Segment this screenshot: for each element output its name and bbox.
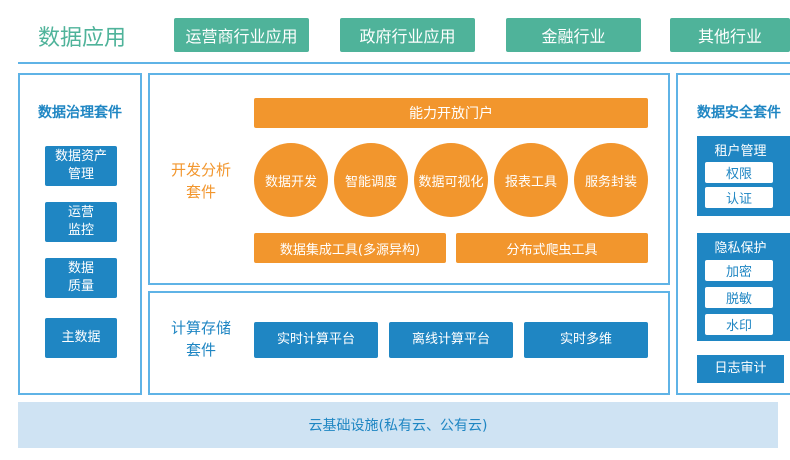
circle-scheduling[interactable]: 智能调度 bbox=[334, 143, 408, 217]
governance-asset-line1: 数据资产 bbox=[54, 149, 107, 164]
permission-button[interactable]: 权限 bbox=[705, 162, 773, 183]
audit-button[interactable]: 日志审计 bbox=[697, 355, 784, 383]
governance-ops-button[interactable]: 运营 监控 bbox=[45, 202, 117, 242]
app-carrier[interactable]: 运营商行业应用 bbox=[174, 18, 309, 52]
privacy-title: 隐私保护 bbox=[714, 240, 767, 256]
realtime-olap-button[interactable]: 实时多维 bbox=[524, 322, 648, 358]
dev-title: 开发分析 套件 bbox=[150, 158, 252, 204]
governance-asset-button[interactable]: 数据资产 管理 bbox=[45, 146, 117, 186]
header-title: 数据应用 bbox=[38, 26, 127, 51]
governance-master-button[interactable]: 主数据 bbox=[45, 318, 117, 358]
governance-quality-line1: 数据 bbox=[67, 261, 94, 276]
governance-ops-line1: 运营 bbox=[67, 205, 94, 220]
circle-service[interactable]: 服务封装 bbox=[574, 143, 648, 217]
circle-visualization[interactable]: 数据可视化 bbox=[414, 143, 488, 217]
dev-title-line1: 开发分析 bbox=[170, 161, 231, 179]
governance-title: 数据治理套件 bbox=[38, 105, 122, 121]
tenant-title: 租户管理 bbox=[714, 143, 767, 159]
circle-report[interactable]: 报表工具 bbox=[494, 143, 568, 217]
compute-title-line2: 套件 bbox=[185, 341, 216, 359]
header-divider bbox=[18, 62, 790, 64]
governance-ops-line2: 监控 bbox=[67, 223, 94, 238]
app-government[interactable]: 政府行业应用 bbox=[340, 18, 475, 52]
dev-title-line2: 套件 bbox=[185, 183, 216, 201]
desensitize-button[interactable]: 脱敏 bbox=[705, 287, 773, 308]
app-other[interactable]: 其他行业 bbox=[670, 18, 790, 52]
governance-asset-line2: 管理 bbox=[67, 167, 94, 182]
cloud-infrastructure-bar: 云基础设施(私有云、公有云) bbox=[18, 402, 778, 448]
governance-quality-line2: 质量 bbox=[67, 279, 94, 294]
encrypt-button[interactable]: 加密 bbox=[705, 260, 773, 281]
circle-data-dev[interactable]: 数据开发 bbox=[254, 143, 328, 217]
integration-tool-bar[interactable]: 数据集成工具(多源异构) bbox=[254, 233, 446, 263]
offline-compute-button[interactable]: 离线计算平台 bbox=[389, 322, 513, 358]
watermark-button[interactable]: 水印 bbox=[705, 314, 773, 335]
compute-title: 计算存储 套件 bbox=[150, 316, 252, 362]
portal-bar[interactable]: 能力开放门户 bbox=[254, 98, 648, 128]
governance-quality-button[interactable]: 数据 质量 bbox=[45, 258, 117, 298]
crawler-tool-bar[interactable]: 分布式爬虫工具 bbox=[456, 233, 648, 263]
app-finance[interactable]: 金融行业 bbox=[506, 18, 641, 52]
compute-title-line1: 计算存储 bbox=[170, 319, 231, 337]
security-title: 数据安全套件 bbox=[697, 105, 781, 121]
auth-button[interactable]: 认证 bbox=[705, 187, 773, 208]
realtime-compute-button[interactable]: 实时计算平台 bbox=[254, 322, 378, 358]
